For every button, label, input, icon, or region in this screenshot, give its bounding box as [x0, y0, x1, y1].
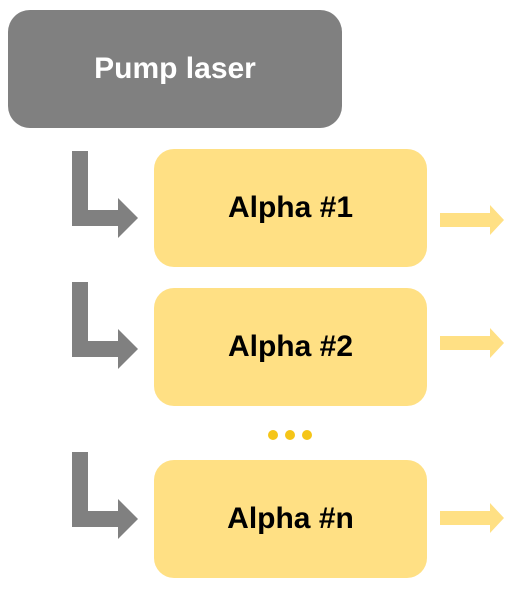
pump-laser-label: Pump laser [94, 52, 256, 85]
alpha-2-label: Alpha #2 [227, 330, 354, 363]
pump-laser-box: Pump laser [8, 10, 342, 128]
output-arrow-1 [440, 205, 504, 235]
ellipsis-dot [268, 430, 278, 440]
ellipsis-dot [302, 430, 312, 440]
feed-arrow-1 [72, 151, 138, 238]
ellipsis-dot [285, 430, 295, 440]
alpha-1-label: Alpha #1 [227, 191, 354, 224]
alpha-1-box: Alpha #1 [154, 149, 427, 267]
feed-arrow-2 [72, 282, 138, 369]
output-arrow-n [440, 503, 504, 533]
alpha-n-label: Alpha #n [227, 502, 354, 535]
ellipsis-dots [268, 430, 312, 440]
alpha-2-box: Alpha #2 [154, 288, 427, 406]
alpha-n-box: Alpha #n [154, 460, 427, 578]
feed-arrow-n [72, 452, 138, 539]
output-arrow-2 [440, 328, 504, 358]
